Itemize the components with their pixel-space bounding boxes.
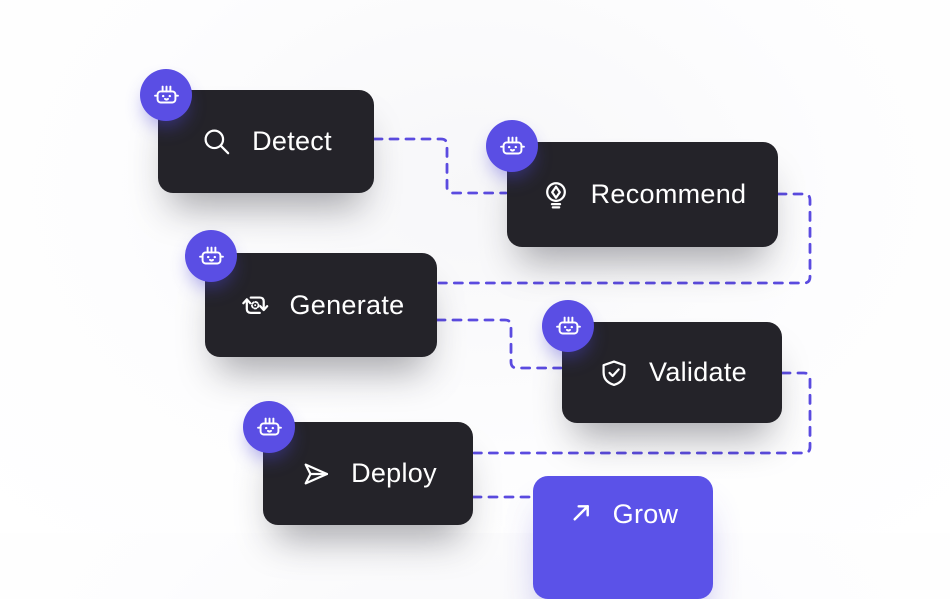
arrow-up-right-icon: [568, 499, 595, 526]
flow-node-label: Detect: [252, 126, 332, 156]
flow-node-grow: Grow: [533, 476, 713, 599]
robot-icon: [153, 85, 179, 103]
lightbulb-icon: [539, 178, 573, 212]
flow-node-label: Deploy: [351, 458, 437, 488]
robot-badge-deploy: [243, 401, 295, 453]
flow-node-label: Validate: [649, 357, 747, 387]
flow-connectors: [372, 137, 812, 499]
search-icon: [200, 125, 234, 159]
workflow-diagram: Detect Recommend Generate: [140, 69, 812, 599]
robot-icon: [198, 246, 224, 264]
regenerate-cycle-icon: [238, 288, 272, 322]
robot-icon: [555, 316, 581, 334]
flow-node-generate: Generate: [205, 253, 437, 357]
flow-node-deploy: Deploy: [263, 422, 473, 525]
flow-node-validate: Validate: [562, 322, 782, 423]
shield-check-icon: [597, 356, 631, 390]
robot-badge-detect: [140, 69, 192, 121]
flow-node-label: Recommend: [590, 179, 747, 209]
robot-badge-recommend: [486, 120, 538, 172]
robot-badge-generate: [185, 230, 237, 282]
robot-icon: [256, 417, 282, 435]
flow-node-recommend: Recommend: [507, 142, 778, 247]
robot-icon: [499, 136, 525, 154]
robot-badge-validate: [542, 300, 594, 352]
flow-node-label: Generate: [289, 289, 405, 320]
flow-node-detect: Detect: [158, 90, 374, 193]
paper-plane-icon: [299, 457, 333, 491]
flow-node-label: Grow: [612, 499, 679, 529]
